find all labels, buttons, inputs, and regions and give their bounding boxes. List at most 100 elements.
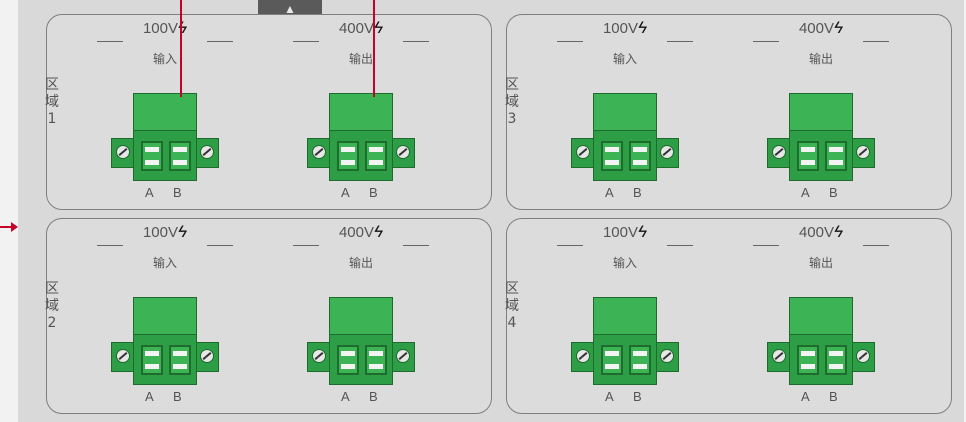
zone-label-char: 2 [47, 315, 57, 331]
mount-flange [307, 138, 331, 168]
mount-flange [195, 342, 219, 372]
direction-label: 输出 [348, 52, 373, 66]
zone-label-char: 3 [507, 111, 517, 127]
terminal-slot-b [169, 141, 191, 171]
screw-icon [396, 349, 410, 363]
screw-icon [312, 349, 326, 363]
pin-label-b: B [829, 185, 838, 200]
connector-body [329, 93, 393, 181]
screw-icon [576, 349, 590, 363]
lightning-icon: ϟ [374, 18, 384, 37]
mount-flange [111, 138, 135, 168]
voltage-value: 100V [602, 20, 639, 37]
pin-label-b: B [829, 389, 838, 404]
pin-label-a: A [341, 389, 350, 404]
direction-label: 输入 [612, 256, 637, 270]
screw-icon [772, 349, 786, 363]
pin-label-b: B [633, 185, 642, 200]
arrow-icon: ▲ [284, 2, 296, 16]
lightning-icon: ϟ [178, 222, 188, 241]
terminal-slot-b [825, 141, 847, 171]
mount-flange [851, 342, 875, 372]
pin-label-b: B [173, 389, 182, 404]
mount-flange [391, 138, 415, 168]
zone-label-char: 区 [45, 281, 59, 297]
zone-label-char: 1 [47, 111, 57, 127]
direction-label: 输出 [348, 256, 373, 270]
screw-icon [116, 349, 130, 363]
voltage-value: 400V [338, 224, 375, 241]
voltage-label: 100Vϟ [85, 222, 245, 242]
terminal-slot-a [337, 141, 359, 171]
voltage-label: 100Vϟ [545, 18, 705, 38]
terminal-slot-a [601, 141, 623, 171]
mount-flange [195, 138, 219, 168]
mount-flange [391, 342, 415, 372]
zone-label-char: 域 [45, 298, 59, 314]
pin-label-a: A [145, 185, 154, 200]
mount-flange [655, 138, 679, 168]
output-label: 400Vϟ 输出 [281, 15, 441, 66]
pointer-arrow [0, 222, 18, 232]
terminal-slot-a [141, 141, 163, 171]
pin-label-a: A [145, 389, 154, 404]
lightning-icon: ϟ [178, 18, 188, 37]
voltage-label: 400Vϟ [281, 18, 441, 38]
zone-label-char: 区 [505, 281, 519, 297]
terminal-slot-a [601, 345, 623, 375]
terminal-slot-a [337, 345, 359, 375]
voltage-value: 100V [602, 224, 639, 241]
mount-flange [571, 138, 595, 168]
lightning-icon: ϟ [638, 222, 648, 241]
lightning-icon: ϟ [374, 222, 384, 241]
direction-label: 输出 [808, 256, 833, 270]
pin-label-a: A [801, 185, 810, 200]
pin-label-b: B [369, 389, 378, 404]
output-label: 400Vϟ 输出 [281, 219, 441, 270]
screw-icon [200, 145, 214, 159]
screw-icon [772, 145, 786, 159]
voltage-value: 100V [142, 224, 179, 241]
voltage-value: 100V [142, 20, 179, 37]
zone-label-char: 域 [505, 94, 519, 110]
pointer-line-output [373, 0, 375, 97]
pin-label-b: B [369, 185, 378, 200]
terminal-slot-a [797, 141, 819, 171]
screw-icon [396, 145, 410, 159]
voltage-value: 400V [798, 224, 835, 241]
mount-flange [571, 342, 595, 372]
pointer-line-input [180, 0, 182, 97]
terminal-slot-a [797, 345, 819, 375]
pin-label-a: A [605, 389, 614, 404]
screw-icon [856, 349, 870, 363]
voltage-value: 400V [798, 20, 835, 37]
mount-flange [767, 138, 791, 168]
voltage-label: 100Vϟ [85, 18, 245, 38]
terminal-slot-b [365, 141, 387, 171]
zone-label-char: 区 [505, 77, 519, 93]
terminal-slot-b [365, 345, 387, 375]
voltage-label: 100Vϟ [545, 222, 705, 242]
input-label: 100Vϟ 输入 [85, 219, 245, 270]
voltage-label: 400Vϟ [281, 222, 441, 242]
mount-flange [111, 342, 135, 372]
direction-label: 输出 [808, 52, 833, 66]
screw-icon [200, 349, 214, 363]
zone-label-char: 4 [507, 315, 517, 331]
direction-label: 输入 [152, 256, 177, 270]
terminal-slot-a [141, 345, 163, 375]
mount-flange [307, 342, 331, 372]
screw-icon [660, 349, 674, 363]
